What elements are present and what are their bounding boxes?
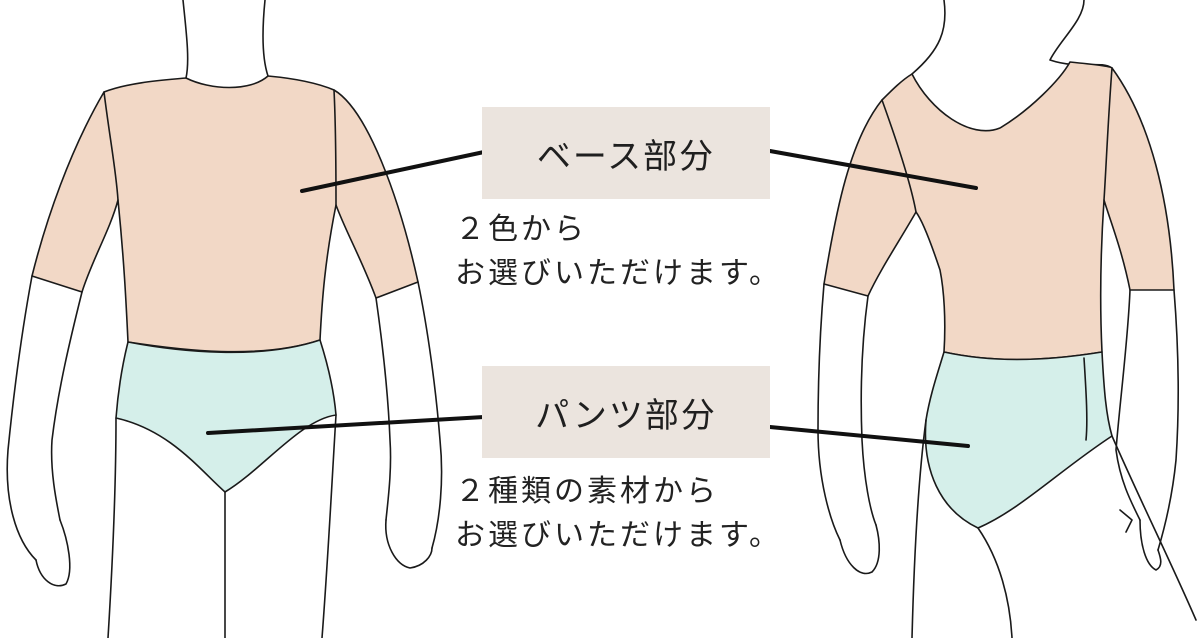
front-figure xyxy=(6,0,443,638)
pants-part-label: パンツ部分 xyxy=(482,366,770,458)
back-arm-left xyxy=(817,283,877,541)
front-base-bodice xyxy=(31,75,419,353)
front-hand-left xyxy=(35,519,71,587)
pants-part-note: ２種類の素材から お選びいただけます。 xyxy=(455,470,782,558)
back-hand-right xyxy=(1119,509,1162,571)
back-sleeve-seam-right xyxy=(1103,67,1113,201)
base-leader-back xyxy=(768,149,978,190)
front-sleeve-seam-left xyxy=(103,91,119,201)
base-note-line2: お選びいただけます。 xyxy=(455,256,782,291)
base-note-line1: ２色から xyxy=(455,212,587,247)
pants-note-line1: ２種類の素材から xyxy=(455,474,719,509)
back-pants-seam xyxy=(1083,357,1088,441)
front-neck-outline xyxy=(182,0,269,79)
back-sleeve-seam-left xyxy=(881,99,917,213)
front-arm-left xyxy=(6,275,83,561)
back-arm-right xyxy=(1115,289,1179,551)
front-hand-right xyxy=(385,519,433,569)
back-pants xyxy=(924,351,1113,529)
pants-leader-front xyxy=(206,415,486,435)
pants-leader-back xyxy=(768,425,970,448)
base-leader-front xyxy=(300,150,486,193)
front-sleeve-seam-right xyxy=(333,89,337,206)
back-base-bodice xyxy=(823,61,1175,361)
front-arm-right xyxy=(375,281,443,549)
back-hand-left xyxy=(839,524,881,575)
front-legs xyxy=(107,414,337,638)
pants-note-line2: お選びいただけます。 xyxy=(455,518,782,553)
base-part-note: ２色から お選びいただけます。 xyxy=(455,208,782,296)
back-figure xyxy=(817,0,1197,638)
base-part-label: ベース部分 xyxy=(482,107,770,199)
front-pants xyxy=(115,339,337,493)
